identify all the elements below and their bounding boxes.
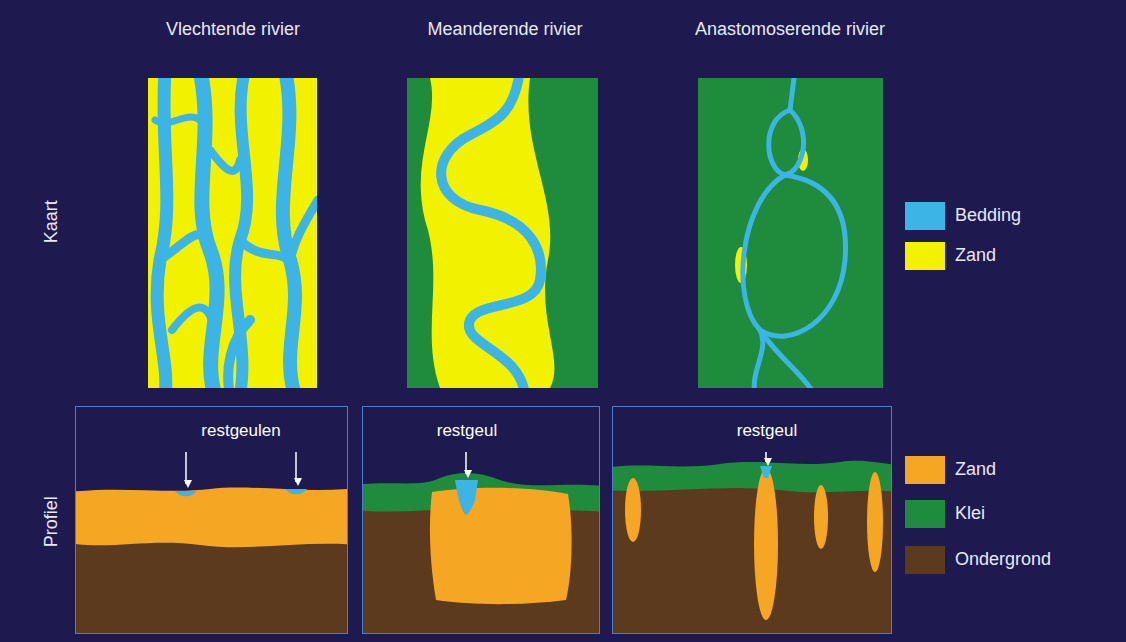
braided-profile xyxy=(76,488,347,633)
legend-swatch xyxy=(905,242,945,270)
legend-text: Zand xyxy=(955,245,996,267)
row-label: Profiel xyxy=(41,496,63,547)
row-label: Kaart xyxy=(41,200,63,243)
meander-map xyxy=(407,78,598,388)
profile-panel: restgeulen xyxy=(75,406,348,634)
column-title: Meanderende rivier xyxy=(427,19,582,41)
column-title: Vlechtende rivier xyxy=(166,19,300,41)
channel-label: restgeul xyxy=(437,421,497,441)
legend-swatch xyxy=(905,546,945,574)
column-title: Anastomoserende rivier xyxy=(695,19,885,41)
legend-text: Zand xyxy=(955,459,996,481)
meander-profile xyxy=(363,473,599,633)
legend-swatch xyxy=(905,500,945,528)
legend-swatch xyxy=(905,456,945,484)
channel-label: restgeulen xyxy=(201,421,280,441)
braided-map xyxy=(148,78,317,388)
legend-text: Ondergrond xyxy=(955,549,1051,571)
legend-text: Klei xyxy=(955,503,985,525)
leader-arrows xyxy=(186,452,766,484)
anastomosing-profile xyxy=(613,461,891,633)
profile-panel: restgeul xyxy=(362,406,600,634)
legend-swatch xyxy=(905,202,945,230)
channel-label: restgeul xyxy=(737,421,797,441)
profile-panel: restgeul xyxy=(612,406,892,634)
anastomosing-map xyxy=(698,78,883,388)
legend-text: Bedding xyxy=(955,205,1021,227)
